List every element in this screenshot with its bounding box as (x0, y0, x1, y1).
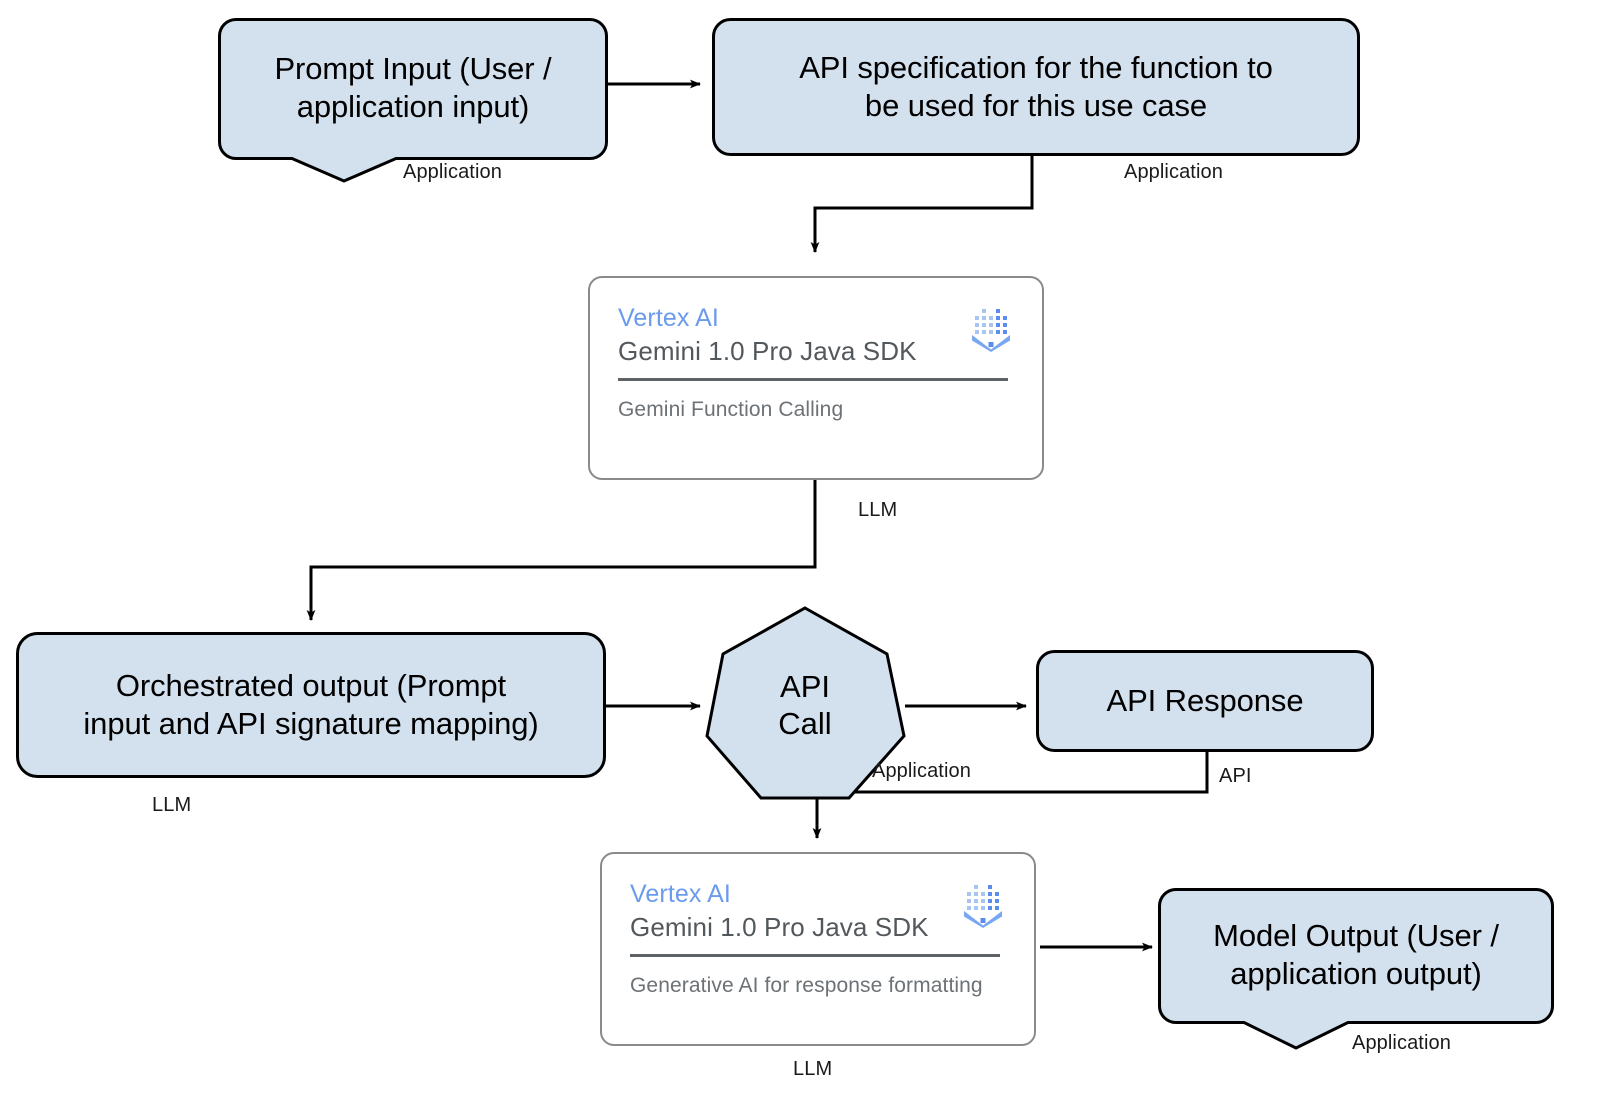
vertex-top-title: Vertex AI (618, 304, 719, 332)
node-orchestrated-output[interactable]: Orchestrated output (Prompt input and AP… (16, 632, 606, 778)
vertex-bottom-title: Vertex AI (630, 880, 731, 908)
caption-vertex-bottom: LLM (793, 1058, 833, 1080)
node-api-response[interactable]: API Response (1036, 650, 1374, 752)
caption-api-response: API (1219, 765, 1252, 787)
api-spec-label: API specification for the function to be… (799, 50, 1273, 123)
caption-model-output: Application (1352, 1032, 1451, 1054)
vertex-bottom-footer: Generative AI for response formatting (630, 973, 983, 997)
vertex-bottom-content: Vertex AI Gemini 1.0 Pro Java SDK Genera… (630, 880, 1008, 1024)
caption-api-call: Application (872, 760, 971, 782)
node-vertex-bottom[interactable]: Vertex AI Gemini 1.0 Pro Java SDK Genera… (600, 852, 1036, 1046)
vertex-ai-logo-icon (972, 309, 1010, 352)
vertex-bottom-subtitle: Gemini 1.0 Pro Java SDK (630, 911, 929, 942)
prompt-input-shape (218, 18, 608, 183)
vertex-bottom-divider (630, 953, 1000, 957)
vertex-top-subtitle: Gemini 1.0 Pro Java SDK (618, 335, 917, 366)
api-spec-shape (712, 18, 1360, 156)
model-output-shape (1158, 888, 1554, 1050)
api-response-label: API Response (1106, 683, 1304, 719)
api-call-shape (705, 606, 906, 800)
caption-orchestrated-output: LLM (152, 794, 192, 816)
vertex-top-divider (618, 377, 1008, 381)
node-prompt-input[interactable]: Prompt Input (User / application input) (218, 18, 608, 186)
api-call-label: API Call (778, 668, 832, 741)
api-response-shape (1036, 650, 1374, 752)
connector-apispec-to-vertextop (810, 155, 1034, 253)
vertex-top-footer: Gemini Function Calling (618, 397, 844, 421)
prompt-input-label: Prompt Input (User / application input) (274, 51, 552, 124)
caption-vertex-top: LLM (858, 499, 898, 521)
connector-vertextop-to-orchestrated (306, 480, 817, 621)
vertex-ai-logo-icon (964, 885, 1002, 928)
node-vertex-top[interactable]: Vertex AI Gemini 1.0 Pro Java SDK Gemini… (588, 276, 1044, 480)
orchestrated-output-shape (16, 632, 606, 778)
model-output-label: Model Output (User / application output) (1213, 918, 1499, 991)
orchestrated-output-label: Orchestrated output (Prompt input and AP… (83, 668, 539, 741)
node-api-call[interactable]: API Call (703, 606, 907, 804)
caption-api-spec: Application (1124, 161, 1223, 183)
vertex-top-content: Vertex AI Gemini 1.0 Pro Java SDK Gemini… (618, 304, 1016, 458)
caption-prompt-input: Application (403, 161, 502, 183)
node-api-spec[interactable]: API specification for the function to be… (712, 18, 1360, 156)
node-model-output[interactable]: Model Output (User / application output) (1158, 888, 1554, 1056)
